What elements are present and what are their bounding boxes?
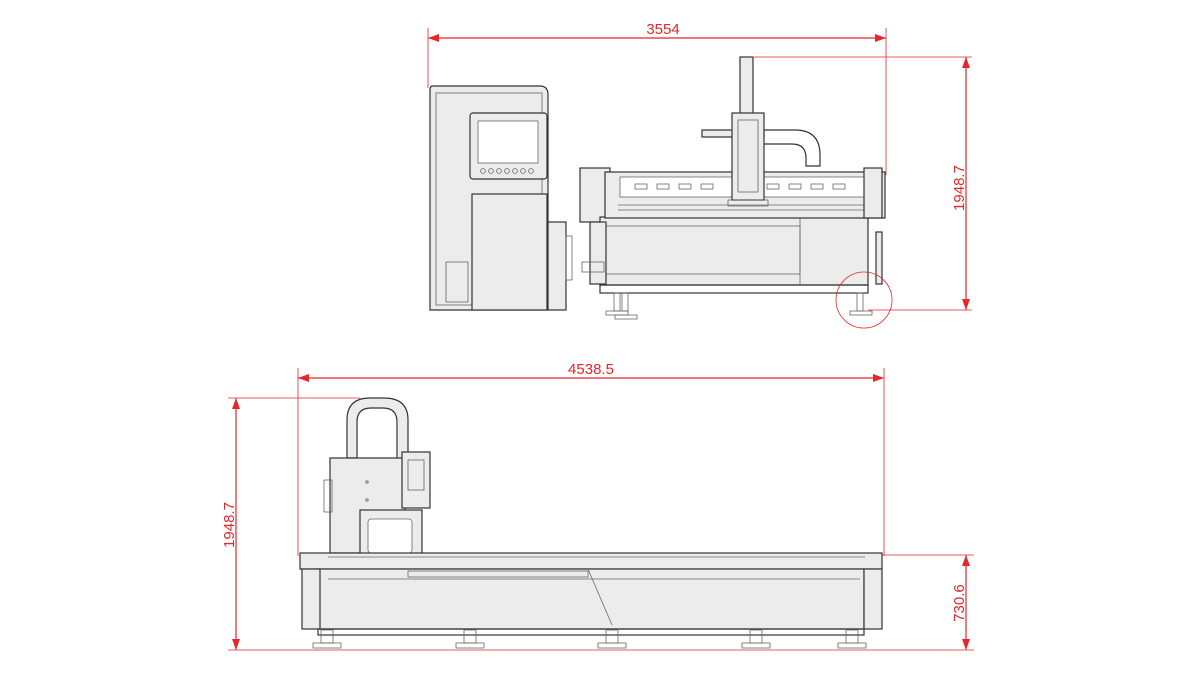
bottom-width-value: 4538.5: [568, 361, 614, 378]
dim-top-width: 3554: [427, 21, 887, 175]
dim-bottom-width: 4538.5: [297, 361, 885, 556]
side-view: 4538.5 1948.7 730.6: [221, 361, 974, 651]
dim-top-height: 1948.7: [754, 56, 972, 311]
bed-height-value: 730.6: [951, 584, 968, 622]
dim-bottom-height: 1948.7: [221, 397, 882, 651]
cabinet-buttons: [480, 168, 534, 174]
laser-head-front: [701, 56, 821, 207]
rail-slots: [634, 183, 846, 190]
control-cabinet: [429, 85, 573, 311]
top-height-value: 1948.7: [951, 165, 968, 211]
bottom-height-value: 1948.7: [221, 502, 238, 548]
head-assembly-side: [323, 451, 431, 563]
machine-bed-side: [299, 552, 883, 636]
detail-circle: [835, 271, 893, 329]
top-width-value: 3554: [646, 21, 679, 38]
feet-side: [312, 629, 867, 649]
front-view: 3554 1948.7: [427, 21, 972, 329]
feet-front: [605, 292, 873, 320]
dim-bed-height: 730.6: [882, 554, 974, 651]
